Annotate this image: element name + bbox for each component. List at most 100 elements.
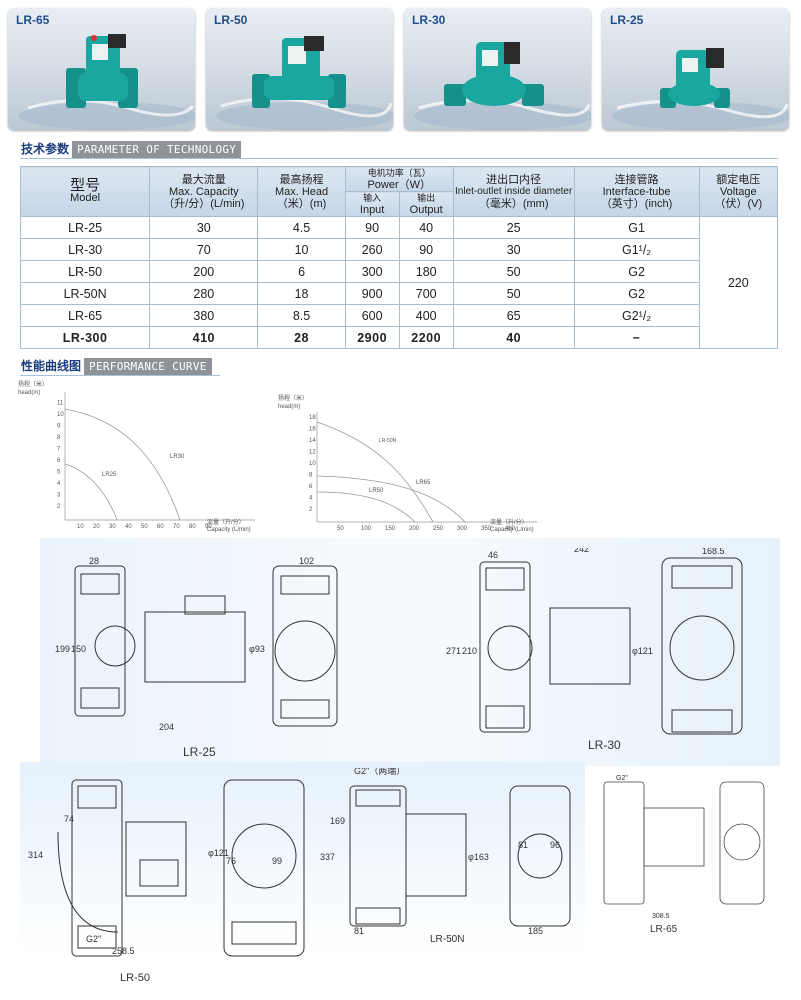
x-tick-label: 300	[457, 526, 468, 532]
curve-xlabel-cn: 流量（升/分）	[207, 518, 245, 526]
cell-diameter: 25	[452, 216, 575, 239]
header-diameter: 进出口内径 Inlet-outlet inside diameter （毫米）(…	[452, 166, 575, 217]
header-cn: 进出口内径	[486, 173, 542, 186]
cell-input: 2900	[344, 326, 400, 349]
y-tick-label: 16	[309, 427, 316, 433]
cell-input: 260	[344, 238, 400, 261]
y-tick-label: 2	[309, 507, 313, 513]
drawing-lr25: 28 102 199 150 φ93 204	[55, 556, 338, 732]
y-tick-label: 9	[57, 424, 61, 430]
table-row: LR-30 70 10 260 90 30 G1¹/₂	[19, 238, 778, 261]
section-title-cn: 技术参数	[21, 142, 70, 156]
header-cn: 连接管路	[614, 173, 659, 186]
cell-head: 6	[257, 260, 346, 283]
header-cn: 输出	[417, 193, 436, 203]
spec-table: 型号 Model 最大流量 Max. Capacity （升/分）(L/min)…	[19, 166, 779, 349]
drawing-label-lr30: LR-30	[588, 738, 621, 752]
x-tick-label: 100	[361, 526, 372, 532]
curve-ylabel-cn: 扬程（米）	[278, 394, 308, 402]
header-capacity: 最大流量 Max. Capacity （升/分）(L/min)	[149, 166, 259, 217]
x-tick-label: 50	[337, 526, 344, 532]
x-tick-label: 200	[409, 526, 420, 532]
series-label-lr50n: LR-50N	[379, 438, 397, 444]
header-voltage: 额定电压 Voltage （伏）(V)	[698, 166, 779, 217]
cell-tube: G2	[573, 282, 700, 305]
curve-xlabel-cn: 流量（升/分）	[490, 518, 528, 526]
dim-label: 199	[55, 644, 70, 654]
header-tube: 连接管路 Interface-tube （英寸）(inch)	[573, 166, 700, 217]
drawing-label-lr25: LR-25	[183, 745, 216, 759]
drawing-label-lr50: LR-50	[120, 972, 150, 984]
drawing-label-lr65: LR-65	[650, 924, 678, 935]
header-model-en: Model	[70, 191, 101, 204]
cell-input: 900	[344, 282, 400, 305]
header-head: 最高扬程 Max. Head （米）(m)	[257, 166, 346, 217]
cell-voltage: 220	[698, 216, 779, 349]
header-en: Inlet-outlet inside diameter	[455, 185, 573, 197]
product-card-lr50[interactable]: LR-50	[206, 8, 393, 130]
y-tick-label: 6	[57, 458, 61, 464]
curve-lr50n	[316, 421, 434, 523]
y-tick-label: 18	[309, 415, 316, 421]
cell-input: 90	[344, 216, 400, 239]
cell-model: LR-25	[19, 216, 151, 239]
header-cn: 电机功率（瓦）	[367, 168, 431, 178]
curve-ylabel-en: head(m)	[278, 404, 300, 410]
cell-diameter: 65	[452, 304, 575, 327]
table-row: LR-65 380 8.5 600 400 65 G2¹/₂	[19, 304, 778, 327]
dim-label: 150	[71, 644, 86, 654]
section-title-en: PERFORMANCE CURVE	[84, 358, 212, 375]
y-tick-label: 2	[57, 504, 61, 510]
cell-head: 10	[257, 238, 346, 261]
dim-label: 271	[446, 646, 461, 656]
cell-capacity: 200	[149, 260, 259, 283]
drawing-label-lr50n: LR-50N	[430, 934, 465, 945]
dim-label: G2"	[616, 775, 628, 782]
dim-label: 204	[159, 722, 174, 732]
series-label-lr65: LR65	[416, 480, 431, 486]
dim-label: φ121	[208, 848, 229, 858]
cell-capacity: 380	[149, 304, 259, 327]
header-en: Voltage	[719, 185, 757, 198]
y-tick-label: 4	[309, 496, 313, 502]
dim-label: 99	[272, 856, 282, 866]
cell-capacity: 70	[149, 238, 259, 261]
dim-label: 308.5	[652, 913, 670, 920]
table-row: LR-50N 280 18 900 700 50 G2	[19, 282, 778, 305]
product-card-lr65[interactable]: LR-65	[8, 8, 195, 130]
cell-head: 18	[257, 282, 346, 305]
dim-label: 96	[550, 840, 560, 850]
x-tick-label: 250	[433, 526, 444, 532]
header-en: Max. Head	[274, 185, 329, 198]
dim-label: φ93	[249, 644, 265, 654]
header-model: 型号 Model	[19, 166, 151, 217]
cell-tube: −	[573, 326, 700, 349]
header-output: 输出 Output	[398, 191, 454, 217]
cell-model: LR-30	[19, 238, 151, 261]
x-tick-label: 40	[125, 524, 132, 530]
drawing-lr65: G2" 308.5	[603, 775, 765, 920]
product-card-lr30[interactable]: LR-30	[404, 8, 591, 130]
cell-model: LR-50N	[19, 282, 151, 305]
cell-output: 90	[398, 238, 454, 261]
y-tick-label: 4	[57, 481, 61, 487]
dim-label: 81	[354, 926, 364, 936]
x-tick-label: 90	[205, 524, 212, 530]
cell-capacity: 30	[149, 216, 259, 239]
curve-ylabel-cn: 扬程（米）	[18, 380, 48, 388]
cell-diameter: 30	[452, 238, 575, 261]
series-label-lr25: LR25	[102, 472, 117, 478]
dim-label: 81	[518, 840, 528, 850]
cell-output: 400	[398, 304, 454, 327]
cell-model: LR-300	[19, 326, 151, 349]
dim-label: 76	[226, 856, 236, 866]
cell-output: 180	[398, 260, 454, 283]
section-title-en: PARAMETER OF TECHNOLOGY	[72, 141, 242, 158]
product-card-lr25[interactable]: LR-25	[602, 8, 789, 130]
x-tick-label: 60	[157, 524, 164, 530]
drawing-lr50: 74 314 φ121 76 99 G2" 258.5	[28, 779, 305, 957]
dim-label: 242	[574, 548, 589, 554]
